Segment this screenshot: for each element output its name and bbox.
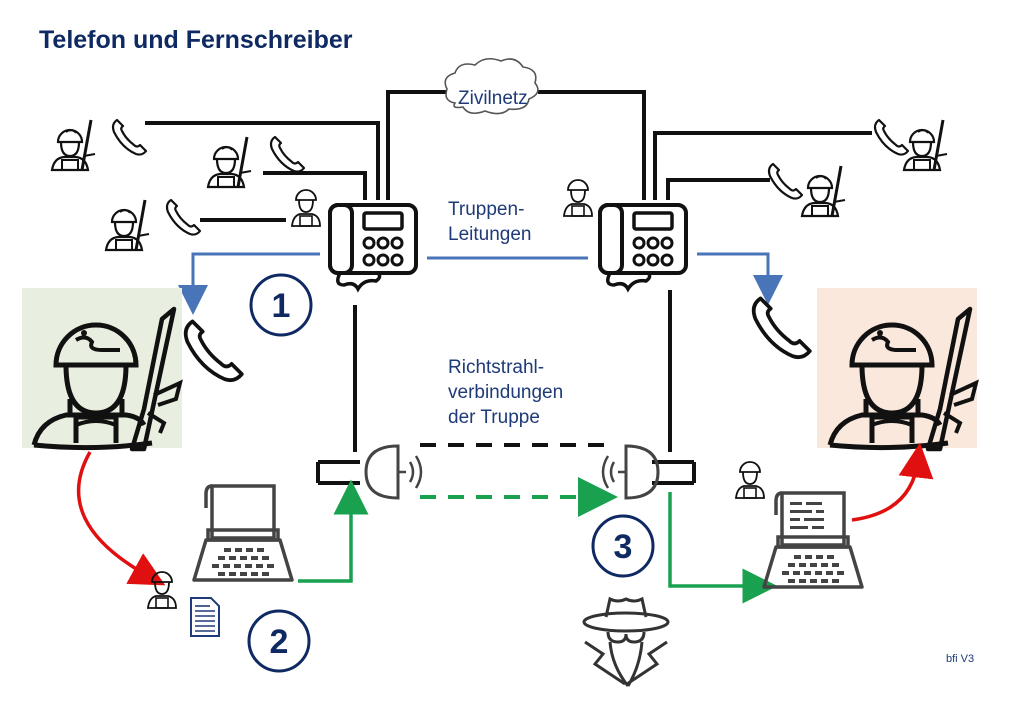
telephone-wiring	[145, 90, 872, 452]
phone-handset-icon	[873, 118, 910, 156]
diagram-title: Telefon und Fernschreiber	[39, 26, 353, 54]
spy-icon	[582, 596, 670, 687]
document-icon	[190, 597, 220, 637]
svg-text:2: 2	[270, 623, 289, 661]
svg-text:3: 3	[614, 528, 633, 566]
cloud-icon	[444, 57, 539, 115]
soldier-icon	[902, 118, 949, 172]
richt-label-1: Richtstrahl-	[448, 357, 544, 378]
step-2-badge: 2	[247, 609, 311, 673]
desk-phone-icon	[328, 203, 418, 291]
desk-phone-icon	[598, 203, 688, 291]
soldier-icon	[50, 118, 97, 172]
green-telex-path	[298, 479, 778, 604]
richt-label-3: der Truppe	[448, 407, 540, 428]
typewriter-icon	[192, 484, 294, 582]
clerk-soldier-icon	[147, 571, 177, 609]
red-handoff-arrow	[76, 451, 166, 586]
typewriter-icon	[762, 491, 864, 589]
radio-dish-icon	[601, 444, 696, 500]
step-3-badge: 3	[591, 514, 655, 578]
operator-soldier-icon	[563, 179, 593, 217]
svg-text:1: 1	[272, 287, 291, 325]
cloud-label: Zivilnetz	[458, 88, 528, 109]
blue-call-path	[178, 252, 783, 315]
phone-handset-icon	[111, 118, 148, 156]
clerk-soldier-icon	[735, 461, 765, 499]
soldier-icon	[800, 164, 847, 218]
operator-soldier-icon	[291, 189, 321, 227]
version-footer: bfi V3	[946, 653, 974, 665]
phone-handset-icon	[767, 162, 804, 200]
phone-handset-icon	[165, 198, 202, 236]
truppen-label-2: Leitungen	[448, 224, 531, 245]
phone-handset-icon	[183, 319, 244, 383]
step-1-badge: 1	[249, 273, 313, 337]
phone-handset-icon	[751, 296, 812, 360]
soldier-icon	[104, 198, 151, 252]
radio-dish-icon	[316, 444, 423, 500]
red-delivery-arrow	[851, 442, 934, 522]
soldier-icon	[206, 135, 253, 189]
richt-label-2: verbindungen	[448, 382, 563, 403]
truppen-label-1: Truppen-	[448, 199, 524, 220]
phone-handset-icon	[269, 135, 306, 173]
